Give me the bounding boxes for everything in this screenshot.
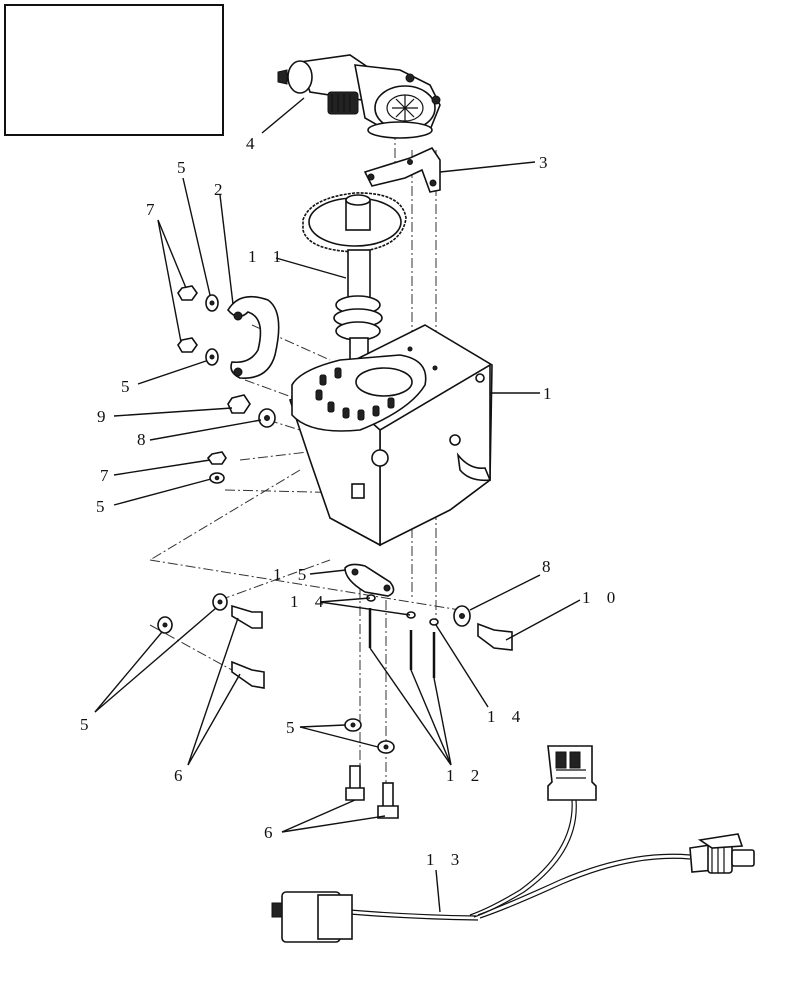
bracket-slots (315, 367, 395, 421)
callout-5-top: 5 (177, 158, 192, 177)
callout-14-left: 1 4 (290, 592, 329, 611)
callout-5-lower-left: 5 (80, 715, 95, 734)
callout-13: 1 3 (426, 850, 465, 869)
callout-7-mid: 7 (100, 466, 115, 485)
callout-6-left: 6 (174, 766, 189, 785)
callout-10: 1 0 (582, 588, 621, 607)
callout-11: 1 1 (248, 247, 287, 266)
callout-9: 9 (97, 407, 112, 426)
gear-shaft-part-11 (302, 192, 407, 379)
callout-8-left: 8 (137, 430, 152, 449)
hardware-left (177, 285, 276, 484)
callout-2: 2 (214, 180, 229, 199)
callout-8-right: 8 (542, 557, 557, 576)
main-bracket-part-1 (288, 324, 493, 547)
bracket-part-3 (363, 146, 441, 193)
wire-harness-part-13 (271, 745, 755, 943)
callout-5-bottom: 5 (286, 718, 301, 737)
callout-5-mid: 5 (121, 377, 136, 396)
callout-7-top: 7 (146, 200, 161, 219)
callout-6-bottom: 6 (264, 823, 279, 842)
callout-12: 1 2 (446, 766, 485, 785)
hardware-lower-left (157, 593, 265, 689)
callout-1: 1 (543, 384, 558, 403)
screws-part-12 (366, 594, 439, 678)
motor-part-4 (277, 54, 441, 139)
callout-4: 4 (246, 134, 261, 153)
u-bracket-part-2 (227, 295, 280, 379)
leader-lines (94, 97, 581, 913)
hardware-bottom (344, 718, 399, 819)
callout-14-right: 1 4 (487, 707, 526, 726)
plate-part-15 (344, 563, 395, 597)
hardware-right (453, 605, 513, 651)
callout-3: 3 (539, 153, 554, 172)
reference-box (4, 4, 224, 136)
callout-labels: 1 2 3 4 5 5 5 5 5 6 6 7 7 8 8 9 1 0 1 1 … (80, 134, 621, 869)
callout-15: 1 5 (273, 565, 312, 584)
callout-5-washer: 5 (96, 497, 111, 516)
